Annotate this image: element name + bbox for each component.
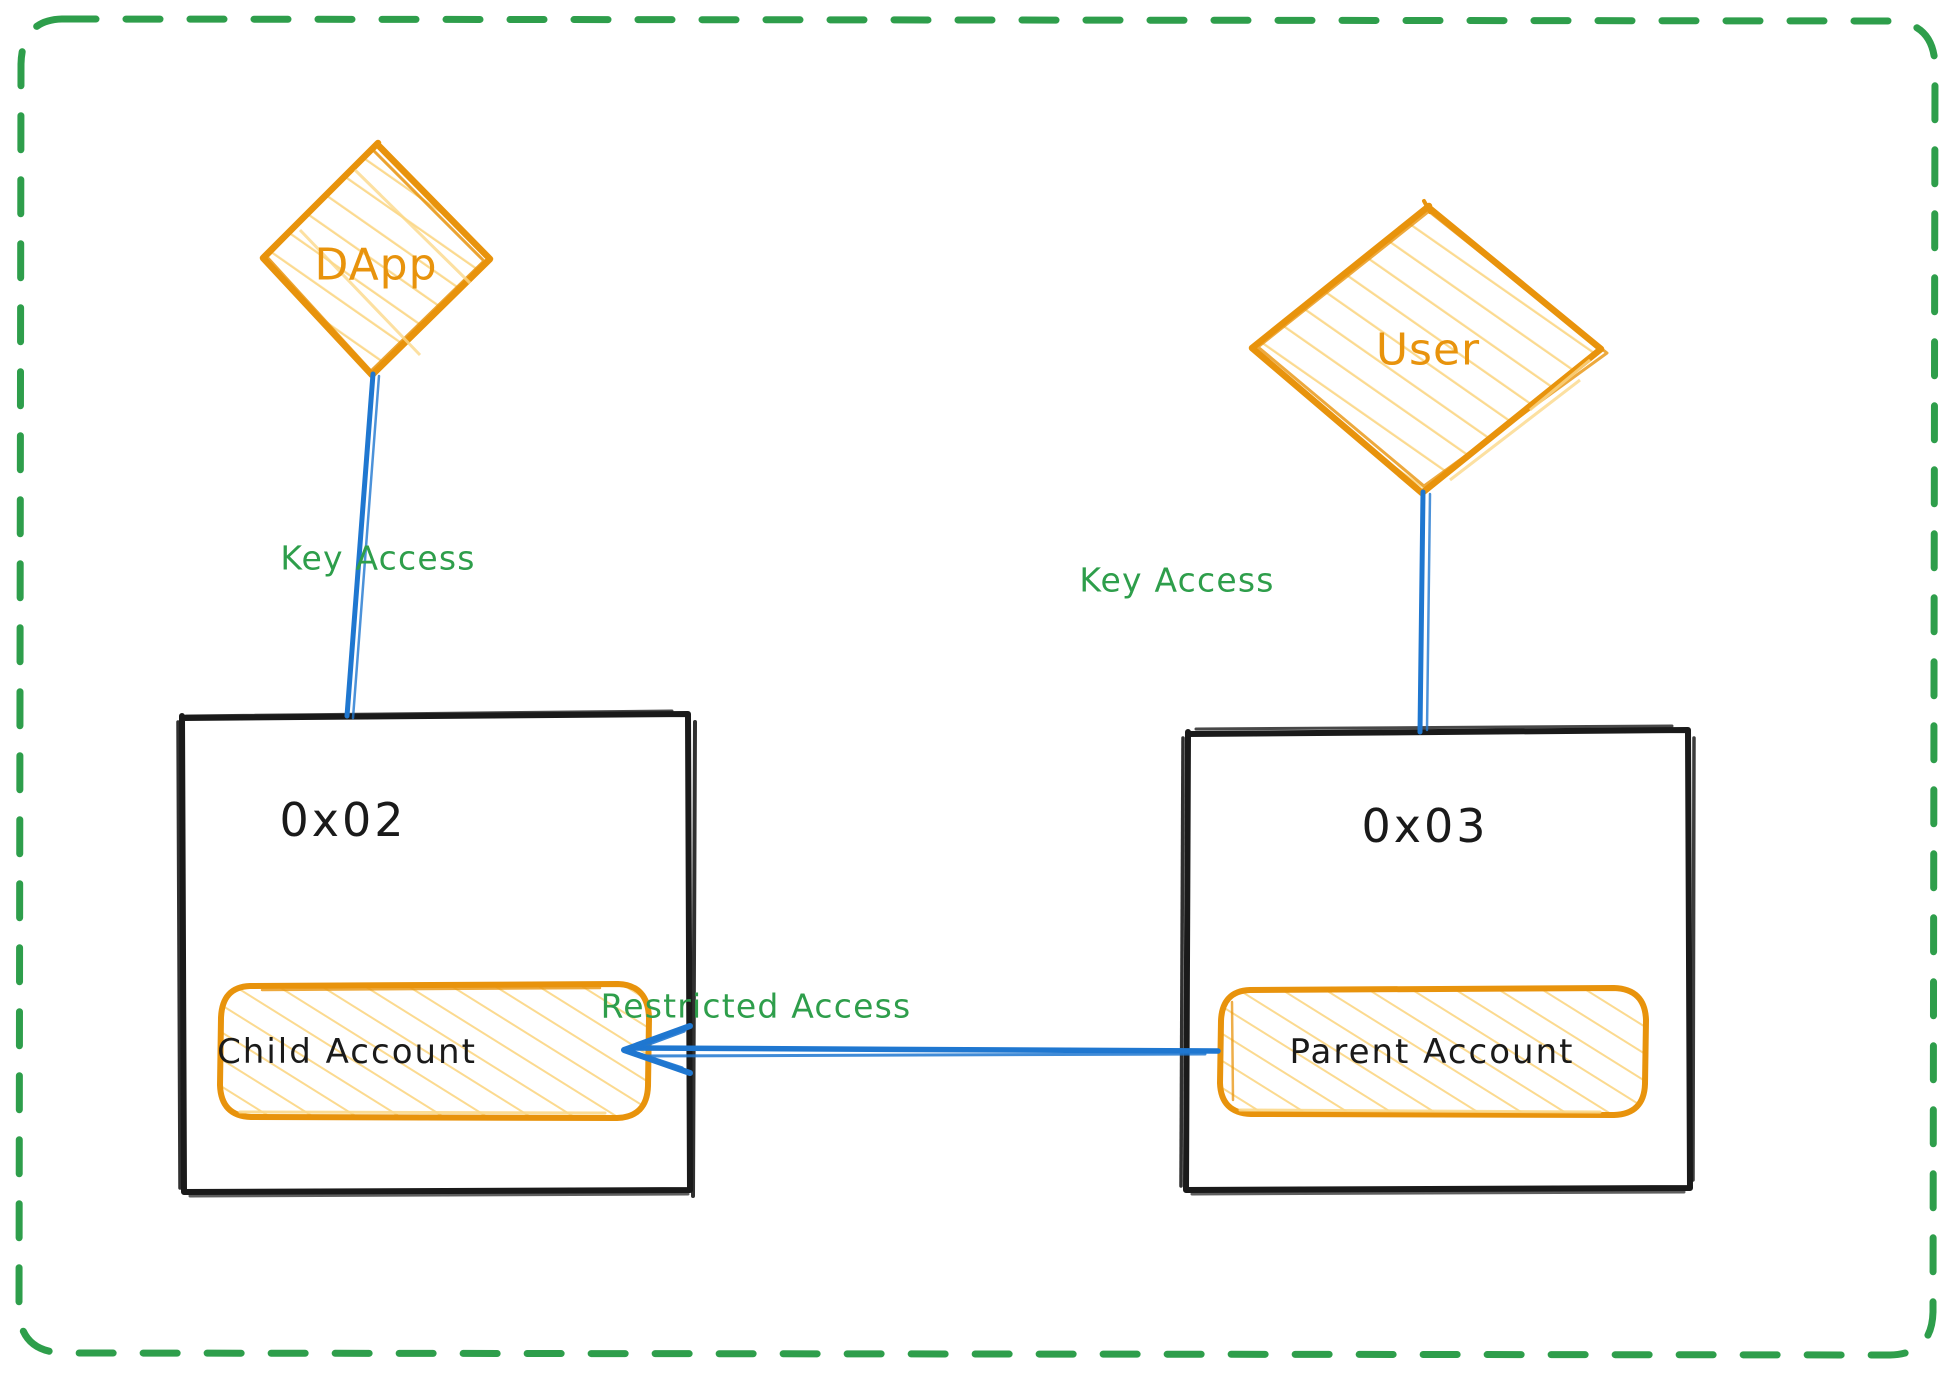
parent-outer-box-shape: [1179, 724, 1696, 1196]
edge-user-to-parent: [1417, 489, 1432, 735]
outer-boundary: [15, 15, 1939, 1359]
dapp-diamond-shape: [259, 139, 494, 379]
edge-parent-to-child: [621, 1023, 1221, 1076]
child-outer-box-shape: [176, 709, 697, 1198]
edge-dapp-to-child: [344, 371, 381, 720]
user-diamond-shape: [1248, 199, 1609, 497]
child-account-shape: [217, 981, 652, 1121]
parent-account-shape: [1217, 985, 1649, 1118]
